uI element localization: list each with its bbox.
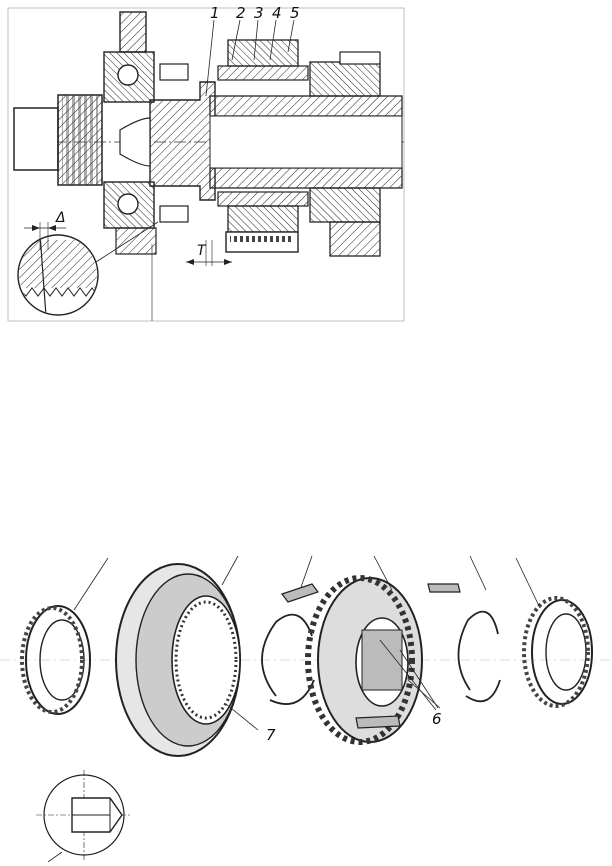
callout-7: 7 xyxy=(266,726,276,744)
left-blocker-ring xyxy=(20,557,109,715)
right-blocker-ring xyxy=(515,557,593,708)
delta-label: Δ xyxy=(55,210,66,226)
synchronizer-exploded-view xyxy=(0,555,612,863)
callout-4: 4 xyxy=(272,4,282,22)
spring-ring-left xyxy=(261,555,315,705)
tooth-profile-detail xyxy=(36,770,132,863)
callout-2: 2 xyxy=(236,4,246,22)
callout-3: 3 xyxy=(254,4,264,22)
callout-5: 5 xyxy=(290,4,300,22)
synchronizer-sleeve xyxy=(115,555,259,757)
gap-label: T xyxy=(197,243,207,259)
spring-ring-right xyxy=(457,555,501,703)
synchronizer-hub xyxy=(305,555,441,745)
callout-1: 1 xyxy=(210,4,220,22)
gearbox-cross-section xyxy=(7,7,405,322)
callout-6: 6 xyxy=(432,710,442,728)
